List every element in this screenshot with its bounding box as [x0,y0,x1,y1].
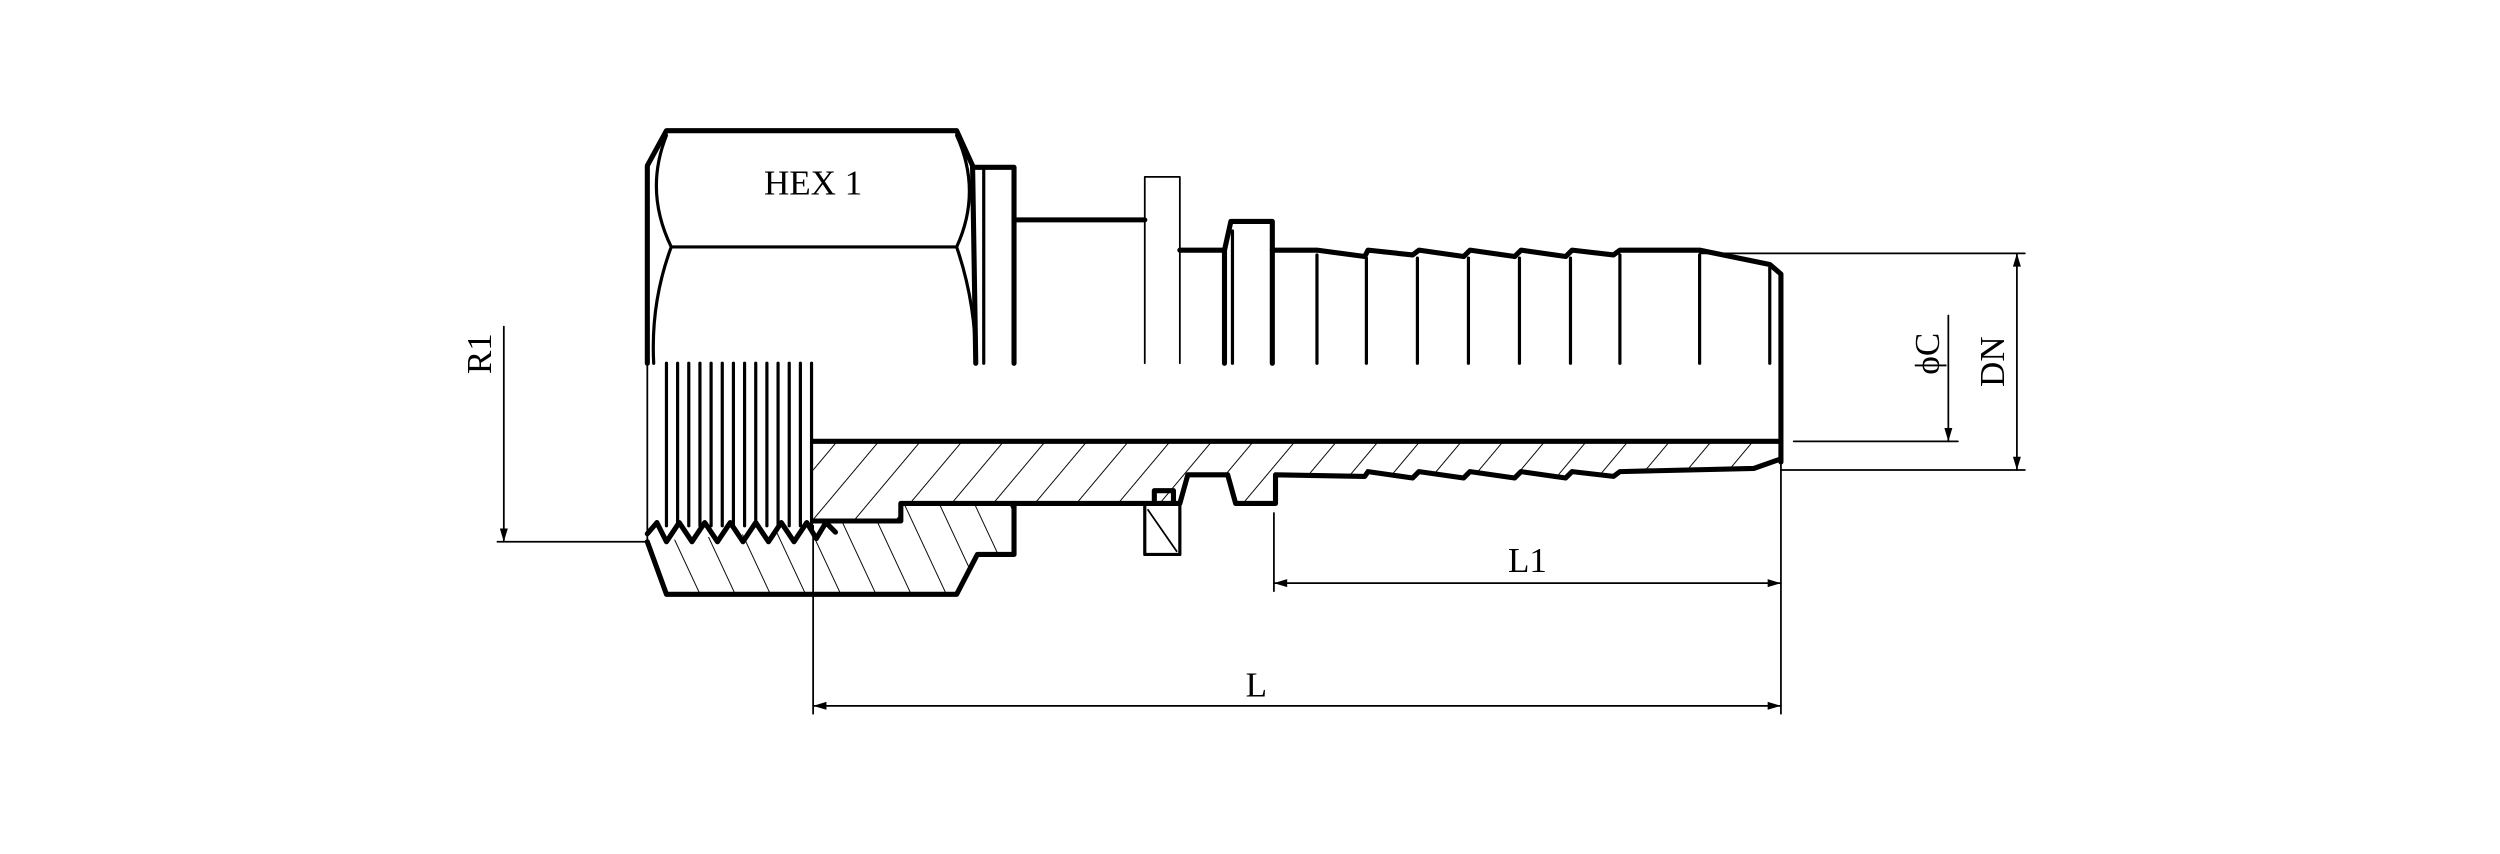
hex-nut: HEX 1 [644,128,979,366]
l1-label: L1 [1508,541,1547,580]
dn-label: DN [1973,336,2012,387]
dimension-l: L [812,461,1782,715]
dimension-phi-c: ϕC [1792,314,1959,443]
thread [644,361,839,545]
stem-exterior [970,164,1784,465]
l-label: L [1246,665,1267,704]
dimension-dn: DN [1698,252,2026,471]
stem-section [810,438,1784,557]
dimension-r1: R1 [460,325,649,543]
phi-c-label: ϕC [1908,333,1947,375]
r1-label: R1 [460,333,499,374]
hex-label: HEX 1 [764,163,862,202]
nut-section [644,500,1017,597]
dimension-l1: L1 [1273,512,1782,592]
